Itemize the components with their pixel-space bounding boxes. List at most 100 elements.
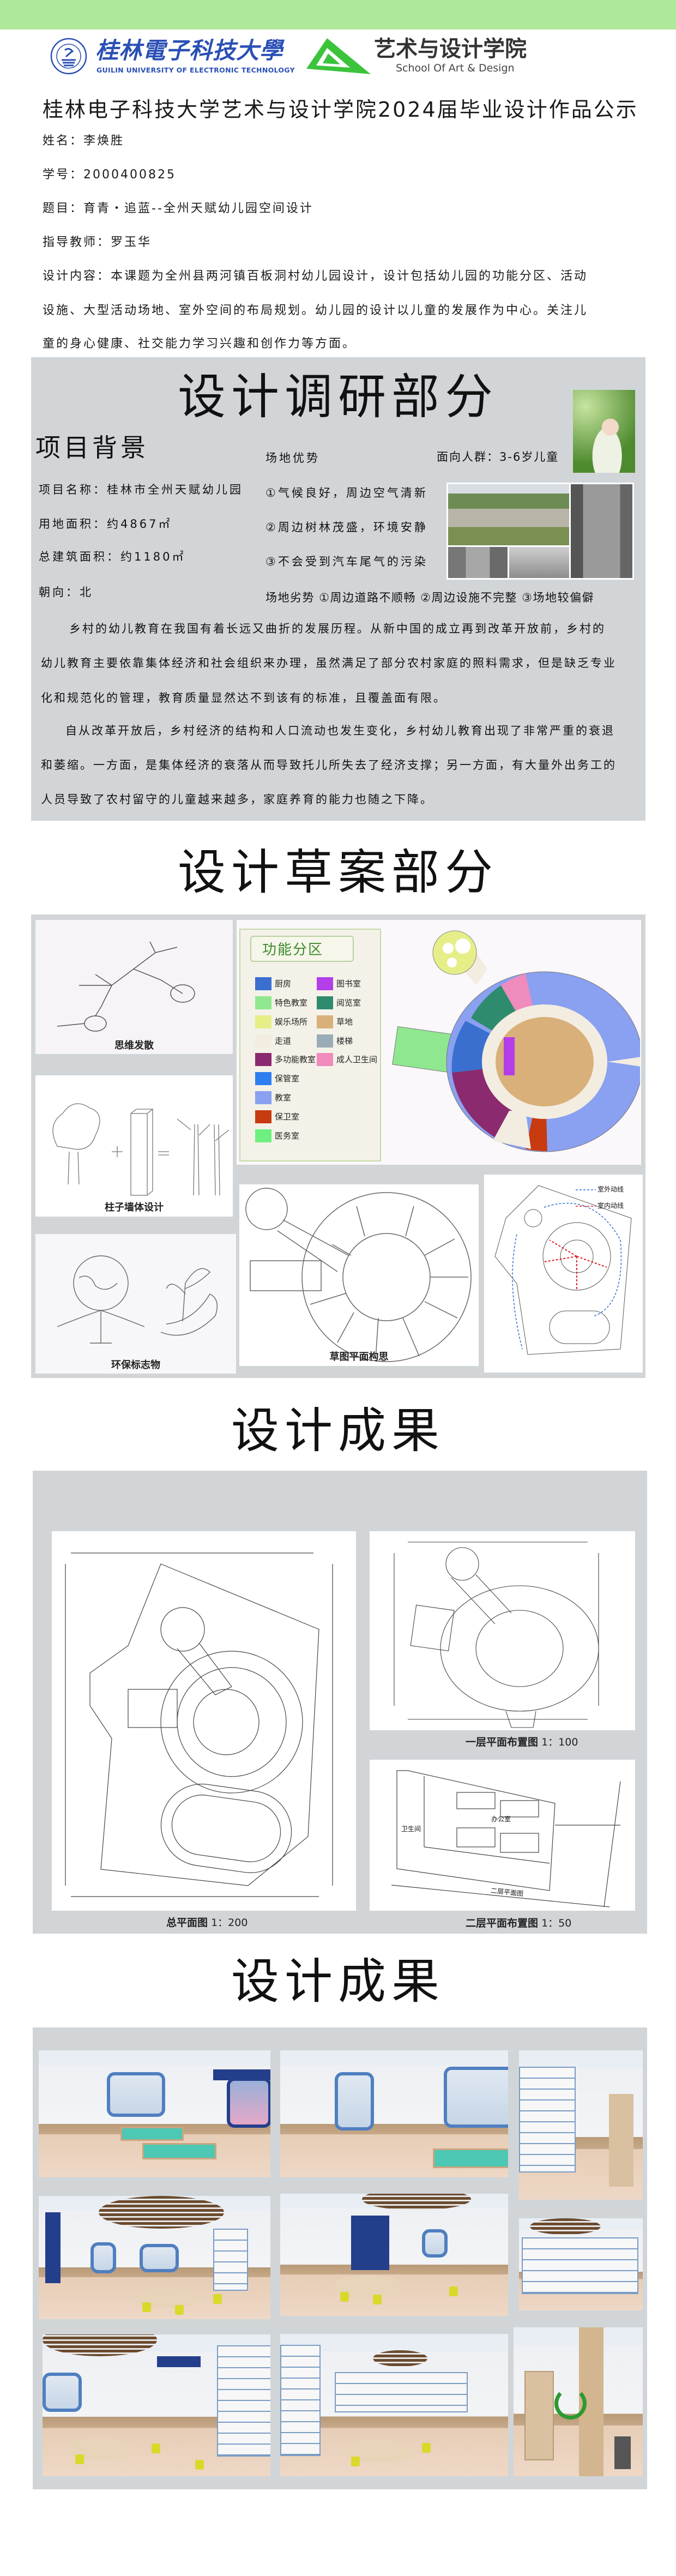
design-content-line: 设施、大型活动场地、室外空间的布局规划。幼儿园的设计以儿童的发展作为中心。关注儿 xyxy=(43,304,588,317)
legend-label: 保卫室 xyxy=(275,1112,300,1122)
render-play-room xyxy=(280,2334,508,2476)
render-activity-room xyxy=(39,2196,270,2319)
toilet-label: 卫生间 xyxy=(401,1825,421,1833)
pillar-caption: 柱子墙体设计 xyxy=(105,1202,164,1213)
indoor-flow-legend: 室内动线 xyxy=(597,1202,624,1209)
university-name-en: GUILIN UNIVERSITY OF ELECTRONIC TECHNOLO… xyxy=(96,66,295,74)
circulation-drawing xyxy=(494,1185,632,1355)
eco-caption: 环保标志物 xyxy=(111,1359,160,1371)
legend-label: 图书室 xyxy=(336,979,361,989)
floor2-caption: 二层平面布置图 1：50 xyxy=(466,1917,571,1930)
legend-label: 楼梯 xyxy=(336,1036,353,1046)
circulation-plan: 室外动线 室内动线 xyxy=(484,1175,643,1373)
legend-swatch xyxy=(255,1034,271,1048)
research-title: 设计调研部分 xyxy=(177,369,498,425)
floor1-plan xyxy=(370,1531,635,1730)
legend-swatch xyxy=(317,977,333,990)
site-photo-corridor xyxy=(571,484,632,578)
functional-zoning: 功能分区 厨房图书室特色教室阅览室娱乐场所草地走道楼梯多功能教室成人卫生间保管室… xyxy=(237,920,641,1165)
legend-swatch xyxy=(255,1072,271,1085)
background-paragraph-line: 幼儿教育主要依靠集体经济和社会组织来办理，虽然满足了部分农村家庭的照料需求，但是… xyxy=(41,657,617,670)
disadvantages: 场地劣势 ①周边道路不顺畅 ②周边设施不完整 ③场地较偏僻 xyxy=(265,591,595,604)
legend-label: 草地 xyxy=(336,1017,353,1027)
university-seal-icon xyxy=(50,38,87,75)
background-heading: 项目背景 xyxy=(35,433,149,462)
site-photos xyxy=(446,483,634,580)
legend-swatch xyxy=(255,996,271,1009)
floor1-title: 一层平面布置图 xyxy=(466,1736,539,1748)
legend-swatch xyxy=(255,977,271,990)
floor2-scale: 1：50 xyxy=(541,1917,572,1929)
background-paragraph-line: 乡村的幼儿教育在我国有着长远又曲折的发展历程。从新中国的成立再到改革开放前，乡村… xyxy=(69,622,606,635)
target-group: 面向人群：3-6岁儿童 xyxy=(437,450,559,464)
legend-label: 走道 xyxy=(275,1036,292,1046)
advantage-item: ②周边树林茂盛，环境安静 xyxy=(265,521,428,534)
legend-swatch xyxy=(317,1034,333,1048)
render-doorway xyxy=(514,2327,643,2476)
advisor: 指导教师：罗玉华 xyxy=(43,236,152,249)
mindmap-sketch: 思维发散 xyxy=(35,920,233,1054)
project-fact: 总建筑面积：约1180㎡ xyxy=(39,550,186,563)
floor1-plan-drawing xyxy=(394,1542,599,1728)
zoning-plan xyxy=(392,930,640,1152)
plan-concept-caption: 草图平面构思 xyxy=(329,1351,389,1363)
render-reading-corner xyxy=(43,2334,270,2476)
site-photo-interior xyxy=(509,547,569,578)
advantage-item: ①气候良好，周边空气清新 xyxy=(265,486,428,499)
design-content-line: 设计内容：本课题为全州县两河镇百板洞村幼儿园设计，设计包括幼儿园的功能分区、活动 xyxy=(43,269,588,283)
university-logo: 桂林電子科技大學 GUILIN UNIVERSITY OF ELECTRONIC… xyxy=(50,37,295,75)
pillar-drawing xyxy=(52,1103,230,1196)
student-id: 学号：2000400825 xyxy=(43,168,176,182)
mindmap-caption: 思维发散 xyxy=(114,1040,154,1051)
outdoor-flow-legend: 室外动线 xyxy=(597,1185,624,1193)
legend-label: 医务室 xyxy=(275,1131,300,1141)
eco-drawing xyxy=(57,1255,218,1344)
legend-label: 特色教室 xyxy=(275,998,308,1008)
legend-label: 厨房 xyxy=(275,979,292,989)
legend-swatch xyxy=(317,996,333,1009)
plan-concept-sketch: 草图平面构思 xyxy=(239,1184,479,1366)
legend-label: 成人卫生间 xyxy=(336,1055,378,1064)
legend-swatch xyxy=(255,1053,271,1066)
floor1-scale: 1：100 xyxy=(541,1736,578,1748)
site-plan xyxy=(52,1531,356,1911)
legend-label: 保管室 xyxy=(275,1074,300,1084)
site-plan-drawing xyxy=(65,1552,333,1897)
project-fact: 朝向：北 xyxy=(39,586,93,599)
pillar-sketch: 柱子墙体设计 xyxy=(35,1075,233,1217)
child-photo xyxy=(573,390,635,473)
school-logo: 艺术与设计学院 School Of Art & Design xyxy=(306,37,527,76)
office-label: 办公室 xyxy=(491,1815,511,1823)
school-triangle-icon xyxy=(306,38,371,74)
floor2-title: 二层平面布置图 xyxy=(466,1917,539,1929)
student-name: 姓名：李焕胜 xyxy=(43,134,125,148)
site-photo-aerial xyxy=(448,484,569,545)
eco-symbol-sketch: 环保标志物 xyxy=(35,1234,236,1374)
school-name: 艺术与设计学院 xyxy=(374,37,527,62)
floor1-caption: 一层平面布置图 1：100 xyxy=(466,1736,578,1749)
render-nap-room xyxy=(39,2050,270,2177)
floor2-plan: 办公室 卫生间 二层平面图 xyxy=(370,1760,635,1911)
top-color-bar xyxy=(0,0,676,29)
site-photo-interior xyxy=(448,547,508,578)
background-paragraph-line: 化和规范化的管理，教育质量显然达不到该有的标准，且覆盖面有限。 xyxy=(41,691,446,705)
legend-label: 娱乐场所 xyxy=(275,1017,308,1027)
university-name: 桂林電子科技大學 xyxy=(95,37,283,64)
site-plan-scale: 1：200 xyxy=(211,1917,248,1929)
render-classroom-windows xyxy=(280,2050,508,2177)
render-bag-shelf xyxy=(519,2218,643,2310)
page-title: 桂林电子科技大学艺术与设计学院2024届毕业设计作品公示 xyxy=(43,98,638,122)
results-title: 设计成果 xyxy=(231,1403,445,1459)
background-paragraph-line: 人员导致了农村留守的儿童越来越多，家庭养育的能力也随之下降。 xyxy=(41,793,433,806)
advantage-item: ③不会受到汽车尾气的污染 xyxy=(265,555,428,568)
legend-label: 教室 xyxy=(275,1093,292,1103)
render-piano-room xyxy=(280,2194,508,2316)
advantages-heading: 场地优势 xyxy=(265,452,320,465)
background-paragraph-line: 和萎缩。一方面，是集体经济的衰落从而导致托儿所失去了经济支撑；另一方面，有大量外… xyxy=(41,759,617,772)
legend-swatch xyxy=(255,1129,271,1142)
project-topic: 题目：育青・追蓝--全州天赋幼儿园空间设计 xyxy=(43,202,313,215)
legend-label: 阅览室 xyxy=(336,998,361,1008)
project-fact: 项目名称：桂林市全州天赋幼儿园 xyxy=(39,483,243,496)
design-content-line: 童的身心健康、社交能力学习兴趣和创作力等方面。 xyxy=(43,337,357,351)
background-paragraph-line: 自从改革开放后，乡村经济的结构和人口流动也发生变化，乡村幼儿教育出现了非常严重的… xyxy=(65,724,615,737)
